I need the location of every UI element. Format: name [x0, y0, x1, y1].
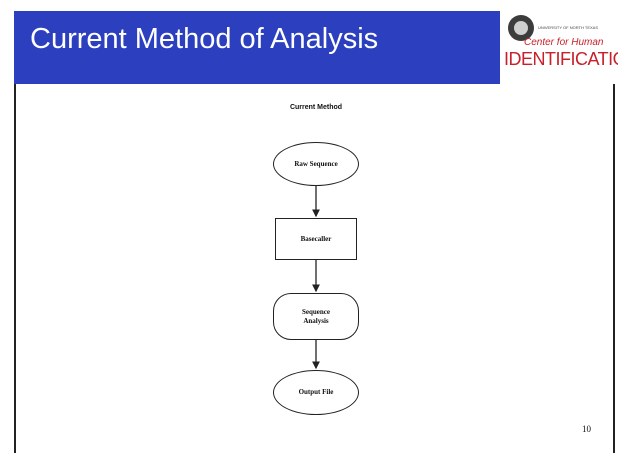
flowchart-title: Current Method — [289, 104, 343, 111]
page-number: 10 — [582, 424, 591, 434]
logo-university-text: UNIVERSITY OF NORTH TEXAS — [538, 25, 599, 30]
node-basecaller: Basecaller — [275, 218, 357, 260]
slide-title: Current Method of Analysis — [30, 23, 379, 55]
logo-line-1: Center for Human — [524, 37, 604, 48]
university-seal-icon — [508, 15, 534, 41]
node-raw-sequence: Raw Sequence — [273, 142, 359, 186]
right-border-line — [613, 84, 615, 453]
node-sequence-analysis: Sequence Analysis — [273, 293, 359, 340]
center-for-human-identification-logo: UNIVERSITY OF NORTH TEXAS Center for Hum… — [500, 11, 618, 84]
left-border-line — [14, 84, 16, 453]
node-output-file: Output File — [273, 370, 359, 415]
title-bar: Current Method of Analysis UNIVERSITY OF… — [14, 11, 618, 84]
logo-line-2: IDENTIFICATION — [504, 49, 618, 69]
